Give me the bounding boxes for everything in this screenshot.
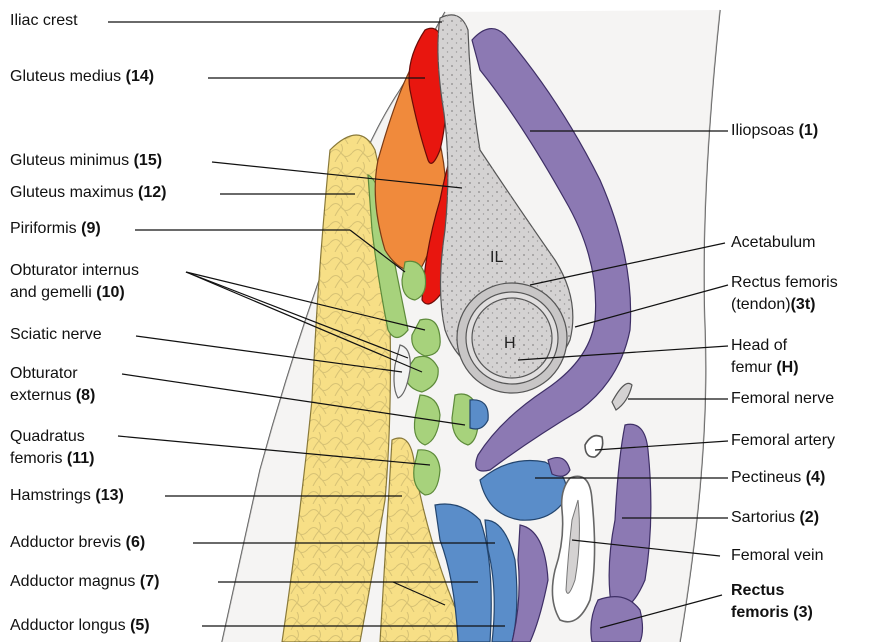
label-sciatic-nerve: Sciatic nerve xyxy=(10,325,102,345)
ilium-letter: IL xyxy=(490,249,503,266)
label-adductor-magnus: Adductor magnus (7) xyxy=(10,572,159,592)
label-obturator-externus-line2: externus (8) xyxy=(10,386,95,406)
label-obturator-internus: Obturator internus xyxy=(10,261,139,281)
label-obturator-externus: Obturator xyxy=(10,364,78,384)
label-head-of-femur: Head of xyxy=(731,336,787,356)
label-quadratus-femoris: Quadratus xyxy=(10,427,85,447)
label-sartorius: Sartorius (2) xyxy=(731,508,819,528)
head-letter: H xyxy=(504,335,516,352)
label-rectus-femoris: Rectus xyxy=(731,581,784,601)
label-iliac-crest: Iliac crest xyxy=(10,11,78,31)
label-pectineus: Pectineus (4) xyxy=(731,468,825,488)
label-quadratus-femoris-line2: femoris (11) xyxy=(10,449,94,469)
label-femoral-vein: Femoral vein xyxy=(731,546,823,566)
label-obturator-internus-line2: and gemelli (10) xyxy=(10,283,125,303)
label-femoral-nerve: Femoral nerve xyxy=(731,389,834,409)
label-rectus-femoris-tendon: Rectus femoris xyxy=(731,273,838,293)
label-hamstrings: Hamstrings (13) xyxy=(10,486,124,506)
label-gluteus-maximus: Gluteus maximus (12) xyxy=(10,183,167,203)
label-rectus-femoris-tendon-line2: (tendon)(3t) xyxy=(731,295,815,315)
label-acetabulum: Acetabulum xyxy=(731,233,816,253)
obturator-externus-blue xyxy=(470,400,488,429)
label-femoral-artery: Femoral artery xyxy=(731,431,835,451)
label-adductor-longus: Adductor longus (5) xyxy=(10,616,150,636)
label-piriformis: Piriformis (9) xyxy=(10,219,101,239)
rectus-femoris-purple xyxy=(591,597,643,642)
piriformis-green xyxy=(402,261,426,300)
label-iliopsoas: Iliopsoas (1) xyxy=(731,121,818,141)
label-rectus-femoris-line2: femoris (3) xyxy=(731,603,813,623)
label-adductor-brevis: Adductor brevis (6) xyxy=(10,533,145,553)
label-head-of-femur-line2: femur (H) xyxy=(731,358,799,378)
label-gluteus-minimus: Gluteus minimus (15) xyxy=(10,151,162,171)
label-gluteus-medius: Gluteus medius (14) xyxy=(10,67,154,87)
